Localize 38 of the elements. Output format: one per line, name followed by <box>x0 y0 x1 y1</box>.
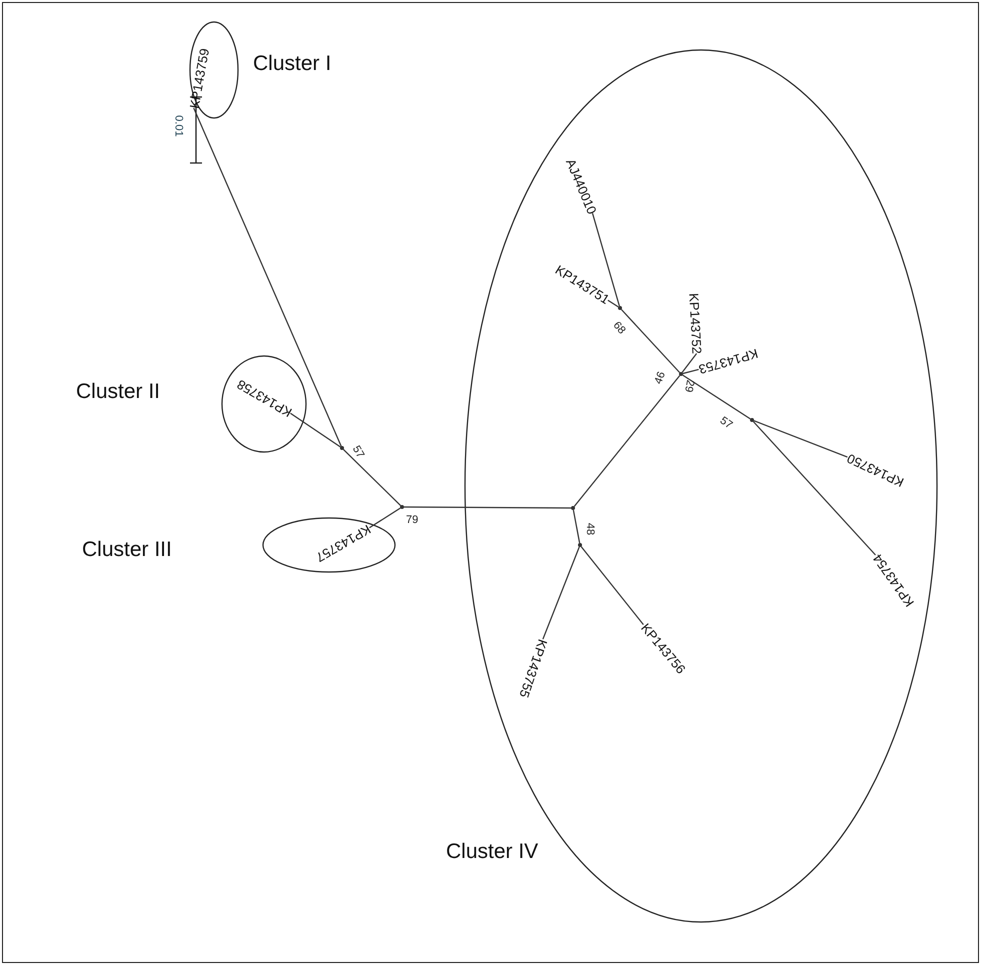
branch-line <box>193 108 342 446</box>
branch-line <box>290 412 341 448</box>
branch-line <box>682 374 751 420</box>
branch-line <box>592 213 620 306</box>
bootstrap-value: 46 <box>652 370 668 386</box>
branch-line <box>682 368 699 374</box>
branch-line <box>682 353 698 373</box>
taxon-label: KP143759 <box>186 46 212 110</box>
branch-line <box>404 506 571 509</box>
branch-line <box>754 420 848 458</box>
cluster-label: Cluster IV <box>446 840 538 864</box>
branch-node <box>340 446 344 450</box>
branch-node <box>571 506 575 510</box>
branch-line <box>608 300 619 308</box>
branch-line <box>542 546 580 640</box>
cluster-label: Cluster I <box>253 52 332 76</box>
branch-line <box>752 421 876 556</box>
branch-node <box>578 543 582 547</box>
bootstrap-value: 29 <box>682 378 696 394</box>
bootstrap-value: 57 <box>718 414 735 432</box>
branch-node <box>750 418 754 422</box>
cluster-label: Cluster II <box>76 380 160 404</box>
bootstrap-value: 68 <box>610 319 628 337</box>
bootstrap-value: 48 <box>584 522 596 536</box>
scale-label: 0.01 <box>172 115 185 137</box>
branch-node <box>618 306 622 310</box>
bootstrap-value: 57 <box>350 444 366 460</box>
branch-line <box>574 375 680 507</box>
branch-line <box>369 508 401 528</box>
branch-line <box>342 448 402 506</box>
cluster-label: Cluster III <box>82 538 172 562</box>
branch-line <box>572 510 580 544</box>
branch-line <box>620 309 680 373</box>
bootstrap-value: 79 <box>406 514 418 526</box>
taxon-label: KP143752 <box>686 292 704 354</box>
branch-line <box>580 546 644 625</box>
branch-node <box>679 372 683 376</box>
branch-node <box>400 505 404 509</box>
